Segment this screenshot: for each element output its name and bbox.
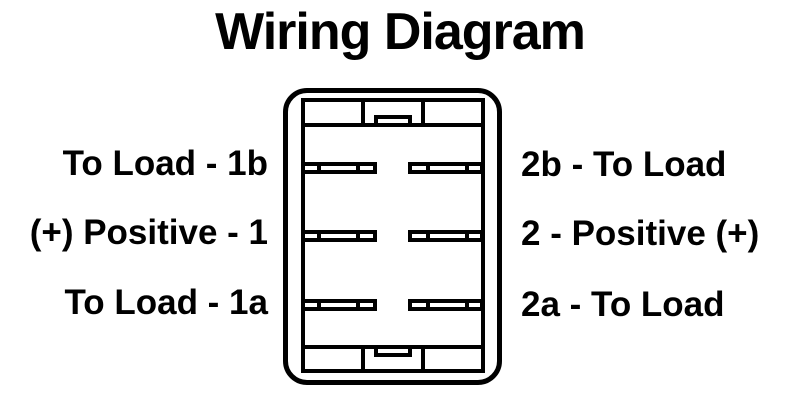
terminal-blade-1 xyxy=(301,230,377,242)
top-rail-line xyxy=(301,123,485,127)
page-title: Wiring Diagram xyxy=(215,3,586,61)
terminal-label-1: (+) Positive - 1 xyxy=(29,213,268,252)
keying-tab-bottom xyxy=(374,345,412,357)
mount-ear-bottom-left xyxy=(301,345,365,373)
terminal-blade-1a xyxy=(301,299,377,311)
terminal-blade-2a xyxy=(408,299,484,311)
terminal-blade-2b xyxy=(408,162,484,174)
terminal-label-2: 2 - Positive (+) xyxy=(521,214,760,253)
terminal-label-2a: 2a - To Load xyxy=(521,285,725,324)
mount-ear-bottom-right xyxy=(421,345,485,373)
terminal-label-1a: To Load - 1a xyxy=(64,283,268,322)
terminal-label-2b: 2b - To Load xyxy=(521,145,727,184)
terminal-label-1b: To Load - 1b xyxy=(62,144,268,183)
terminal-blade-1b xyxy=(301,162,377,174)
terminal-blade-2 xyxy=(408,230,484,242)
